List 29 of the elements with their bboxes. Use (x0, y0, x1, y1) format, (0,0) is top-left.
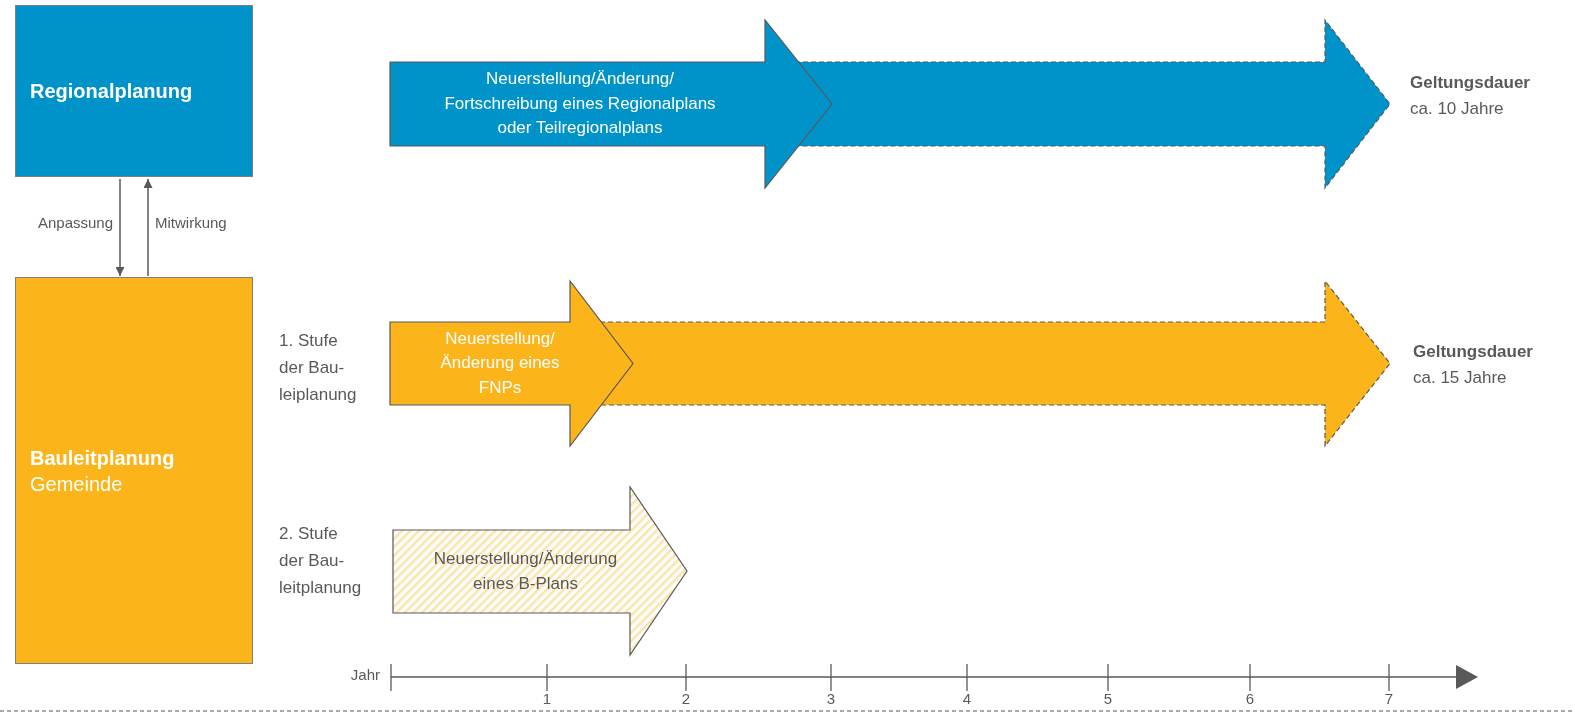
duration-value: ca. 15 Jahre (1413, 366, 1508, 389)
process-step-block (393, 487, 687, 655)
arrow-label: Neuerstellung/Änderung eines B-Plans (432, 547, 619, 595)
axis-tick-label: 4 (961, 690, 973, 708)
box-subtitle: Gemeinde (30, 471, 124, 497)
arrow (115, 178, 125, 277)
duration-title: Geltungsdauer (1413, 341, 1533, 363)
arrow-label: Neuerstellung/ Änderung eines FNPs (439, 327, 561, 399)
axis-tick-label: 1 (541, 690, 553, 708)
stage-label: 1. Stufe der Bau- leiplanung (279, 330, 358, 407)
box-title: Bauleitplanung (30, 445, 176, 471)
axis-tick-label: 5 (1102, 690, 1114, 708)
axis-tick-label: 3 (825, 690, 837, 708)
box-title: Regionalplanung (30, 79, 194, 104)
duration-value: ca. 10 Jahre (1410, 97, 1505, 120)
process-step-block (390, 281, 633, 446)
planning-box (15, 5, 253, 177)
duration-title: Geltungsdauer (1410, 72, 1530, 94)
process-step-block (390, 20, 832, 188)
axis-tick-label: 7 (1383, 690, 1395, 708)
edge-label: Mitwirkung (155, 214, 227, 232)
arrow (143, 178, 153, 277)
arrow-label: Neuerstellung/Änderung/ Fortschreibung eines Regionalplans oder Teilregionalplans (443, 68, 717, 140)
axis-tick-label: 6 (1244, 690, 1256, 708)
planning-box (15, 277, 253, 664)
validity-period-block (600, 281, 1390, 446)
axis-tick-label: 2 (680, 690, 692, 708)
stage-label: 2. Stufe der Bau- leitplanung (279, 523, 363, 600)
axis-title: Jahr (349, 666, 380, 684)
